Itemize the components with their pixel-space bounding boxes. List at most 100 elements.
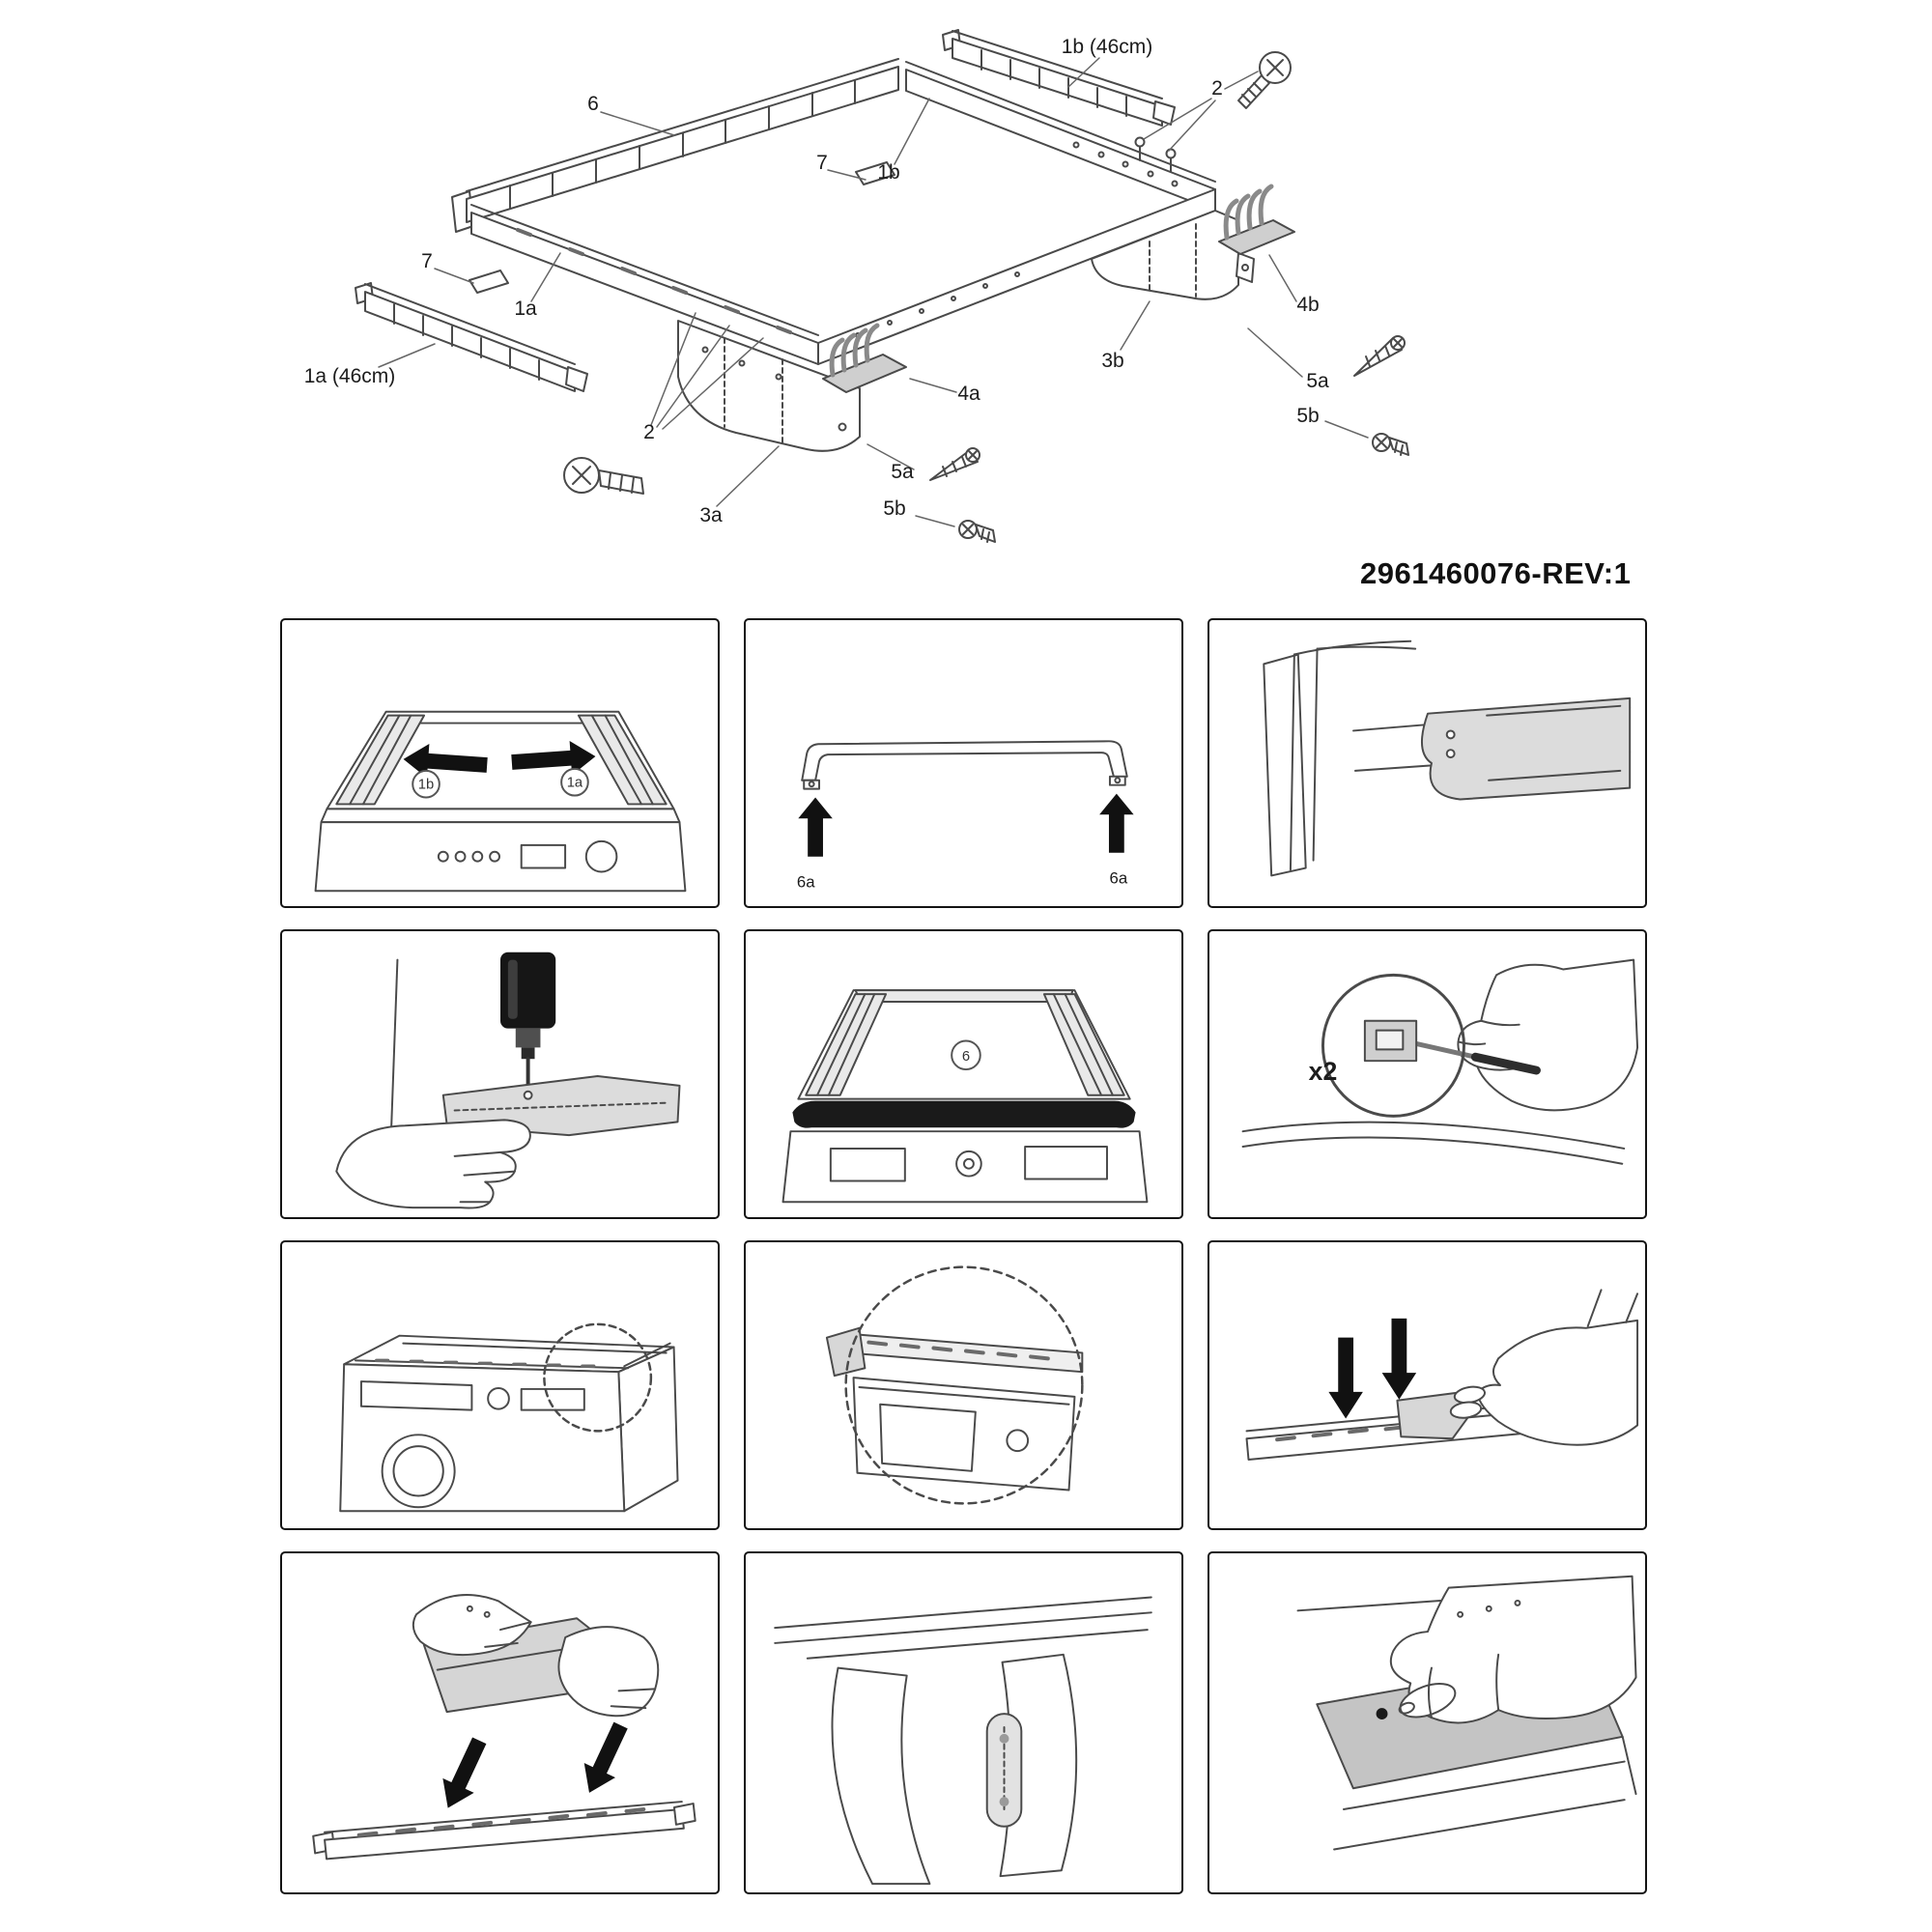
right-rail bbox=[1042, 993, 1125, 1096]
frame-rail-1b bbox=[905, 61, 1216, 212]
screw-5b-left bbox=[958, 520, 996, 543]
part-label-3a: 3a bbox=[699, 504, 723, 526]
part-label-2-left: 2 bbox=[643, 421, 655, 443]
part-label-4a: 4a bbox=[957, 383, 980, 405]
arrow-down-icon bbox=[1328, 1337, 1363, 1419]
corner-detail-drawing bbox=[825, 1265, 1084, 1505]
label-circle-1b bbox=[412, 769, 440, 799]
side-panel-3a bbox=[677, 320, 861, 452]
press-down-drawing bbox=[1245, 1289, 1639, 1461]
machine-front-panel bbox=[781, 1130, 1149, 1204]
part-label-5b-right: 5b bbox=[1296, 405, 1319, 427]
step-panel-press-pad bbox=[1208, 1551, 1647, 1894]
machine-front bbox=[339, 1363, 626, 1513]
detail-callout-circle bbox=[543, 1322, 653, 1433]
step-panel-corner-detail-magnified bbox=[744, 1240, 1183, 1530]
corner-bracket-4b bbox=[1218, 184, 1295, 255]
rail bbox=[312, 1801, 696, 1861]
rail-1a-right bbox=[577, 714, 668, 806]
part-label-5a-left: 5a bbox=[891, 461, 914, 483]
part-label-1b-46cm: 1b (46cm) bbox=[1062, 36, 1153, 58]
step-panel-drill-bracket bbox=[280, 929, 720, 1219]
instruction-steps-grid: 1b 1a 6a bbox=[280, 618, 1647, 1894]
arrow-up-icon bbox=[798, 797, 833, 857]
power-drill-icon bbox=[499, 952, 556, 1095]
machine-front-panel bbox=[314, 821, 687, 893]
part-label-3b: 3b bbox=[1101, 350, 1123, 372]
clip-7-left bbox=[469, 270, 509, 294]
tapping-screw-5a-left bbox=[929, 447, 980, 481]
rail-label-1a: 1a bbox=[567, 776, 583, 791]
arrow-down-left-icon bbox=[442, 1737, 487, 1808]
step-panel-corner-bracket-closeup bbox=[1208, 618, 1647, 908]
screwdriver-x2-drawing: x2 bbox=[1241, 958, 1639, 1165]
leader-lines bbox=[378, 57, 1369, 527]
hand-holding-bracket bbox=[335, 1119, 531, 1209]
part-label-4b: 4b bbox=[1296, 294, 1319, 316]
step-panel-press-bracket-down bbox=[1208, 1240, 1647, 1530]
trim-label-6: 6 bbox=[962, 1049, 970, 1065]
slide-rails-drawing: 1b 1a bbox=[314, 710, 687, 893]
part-label-1a-46cm: 1a (46cm) bbox=[304, 365, 396, 387]
hands-with-screwdriver bbox=[1457, 958, 1639, 1112]
label-circle-6 bbox=[951, 1039, 981, 1071]
rail-1b-left bbox=[335, 714, 426, 806]
part-label-6: 6 bbox=[587, 93, 599, 115]
right-hand bbox=[557, 1626, 660, 1718]
front-trim-part-6 bbox=[801, 740, 1128, 790]
tapping-screw-5a-right bbox=[1353, 335, 1406, 377]
screw-5b-right bbox=[1372, 433, 1409, 456]
arrow-down-icon bbox=[1381, 1318, 1417, 1400]
part-label-1b: 1b bbox=[877, 161, 899, 184]
front-trim-installed bbox=[792, 1100, 1136, 1128]
part-label-2-right: 2 bbox=[1211, 77, 1223, 99]
drill-drawing bbox=[335, 952, 681, 1209]
machine-side-edge bbox=[1263, 653, 1307, 877]
step-panel-strap-underside bbox=[744, 1551, 1183, 1894]
machine-corner-drawing bbox=[339, 1322, 679, 1513]
fastening-strap bbox=[985, 1713, 1023, 1828]
extension-rail-1b-46cm bbox=[942, 29, 1176, 127]
part-label-7-left: 7 bbox=[421, 250, 433, 272]
step-panel-machine-corner-check bbox=[280, 1240, 720, 1530]
control-panel bbox=[359, 1380, 585, 1411]
revision-code: 2961460076-REV:1 bbox=[1360, 556, 1632, 590]
machine-front-below bbox=[852, 1377, 1076, 1492]
step-panel-front-trim-clips: 6a 6a bbox=[744, 618, 1183, 908]
machine-screw-2-left bbox=[563, 457, 644, 495]
corner-bracket-4a bbox=[822, 323, 907, 393]
magnifier-circle bbox=[1321, 973, 1465, 1118]
frame-assembled-drawing: 6 bbox=[781, 989, 1149, 1204]
machine-right-side bbox=[617, 1346, 679, 1513]
strap-underside-drawing bbox=[774, 1596, 1152, 1886]
arrow-up-icon bbox=[1099, 793, 1134, 853]
label-circle-1a bbox=[560, 767, 589, 797]
frame-rail-6 bbox=[451, 58, 899, 233]
step-panel-frame-assembled-top: 6 bbox=[744, 929, 1183, 1219]
exploded-parts-diagram: 6 7 1b 1b (46cm) 2 7 1a 1a (46cm) 2 3a 4… bbox=[242, 10, 1690, 601]
corner-closeup-drawing bbox=[1263, 639, 1632, 877]
corner-bracket-piece bbox=[1421, 696, 1632, 801]
rail bbox=[1245, 1403, 1530, 1461]
pressing-hand bbox=[1389, 1575, 1637, 1724]
small-screws-on-rail bbox=[1134, 136, 1177, 173]
place-cover-drawing bbox=[312, 1594, 696, 1861]
bracket-in-magnifier bbox=[1363, 1019, 1418, 1063]
clip-label-6a-right: 6a bbox=[1110, 868, 1128, 887]
frame-rail-1a bbox=[470, 204, 819, 365]
left-support bbox=[831, 1666, 931, 1886]
part-label-5a-right: 5a bbox=[1306, 370, 1329, 392]
arrow-right-icon bbox=[511, 741, 596, 776]
arrow-down-left-icon bbox=[583, 1721, 628, 1793]
step-panel-slide-rails: 1b 1a bbox=[280, 618, 720, 908]
left-hand bbox=[412, 1594, 532, 1657]
detail-callout-circle bbox=[844, 1265, 1084, 1505]
door-porthole bbox=[381, 1434, 456, 1509]
arrow-left-icon bbox=[403, 743, 488, 779]
side-panel-3b bbox=[1091, 210, 1255, 300]
corner-bracket bbox=[1396, 1391, 1469, 1440]
extension-rail-1a-46cm bbox=[355, 282, 588, 392]
step-panel-place-cover bbox=[280, 1551, 720, 1894]
clip-label-6a-left: 6a bbox=[797, 872, 815, 891]
